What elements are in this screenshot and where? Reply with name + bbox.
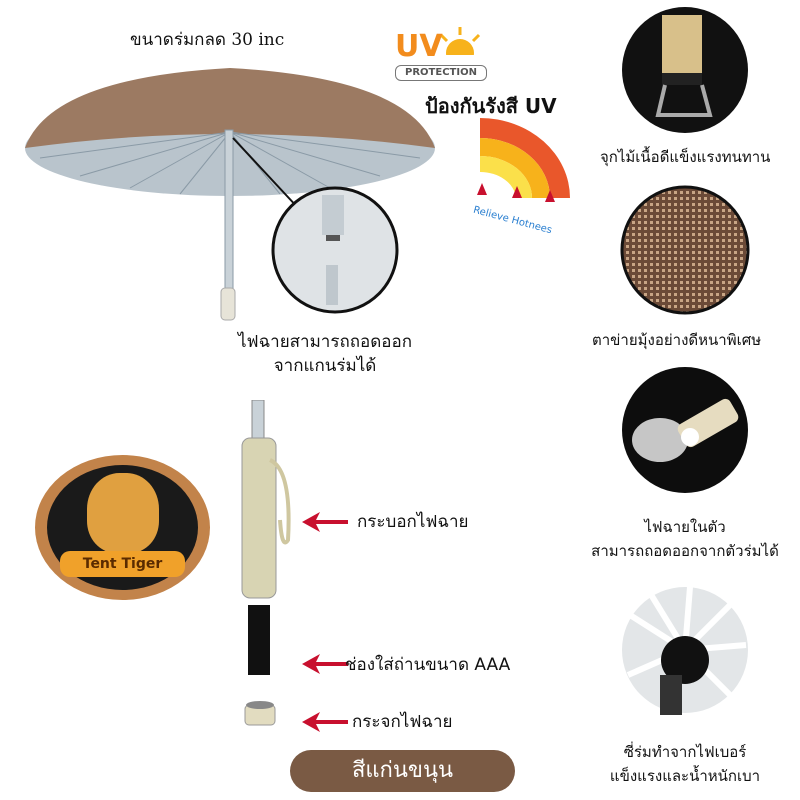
arrow-left-icon [302, 712, 348, 732]
size-label: ขนาดร่มกลด 30 inc [130, 30, 285, 50]
flashlight-exploded-view [241, 400, 291, 726]
tiger-face-icon [87, 473, 159, 553]
uv-badge: UV PROTECTION [395, 25, 487, 85]
mesh-circle [620, 185, 750, 315]
battery-label: ช่องใส่ถ่านขนาด AAA [345, 655, 511, 675]
flashlight-remove-text: ไฟฉายสามารถถอดออก จากแกนร่มได้ [237, 332, 413, 376]
lens-label: กระจกไฟฉาย [352, 712, 453, 732]
wood-handle-circle [622, 7, 748, 133]
logo-text: Tent Tiger [60, 551, 185, 577]
arrow-left-icon [302, 512, 348, 532]
uv-rays-graphic [480, 118, 570, 198]
tent-tiger-logo: Tent Tiger [35, 455, 210, 600]
mesh-caption: ตาข่ายมุ้งอย่างดีหนาพิเศษ [592, 331, 762, 349]
uv-protection-label: PROTECTION [395, 65, 487, 81]
sun-icon [439, 27, 481, 55]
color-pill: สีแก่นขนุน [290, 750, 515, 792]
builtin-light-caption: ไฟฉายในตัว สามารถถอดออกจากตัวร่มได้ [591, 518, 779, 560]
flash-tube-label: กระบอกไฟฉาย [357, 512, 469, 532]
arrow-left-icon [302, 654, 348, 674]
wood-handle-caption: จุกไม้เนื้อดีแข็งแรงทนทาน [600, 148, 771, 166]
umbrella-illustration [25, 68, 435, 321]
fiber-ribs-circle [622, 586, 748, 715]
fiber-caption: ซี่ร่มทำจากไฟเบอร์ แข็งแรงและน้ำหนักเบา [609, 743, 761, 785]
uv-caption: ป้องกันรังสี UV [425, 94, 557, 118]
builtin-light-circle [622, 367, 748, 493]
red-arrows-icon [477, 183, 555, 202]
shaft-zoom-circle [271, 186, 399, 314]
uv-big-text: UV [395, 29, 443, 64]
